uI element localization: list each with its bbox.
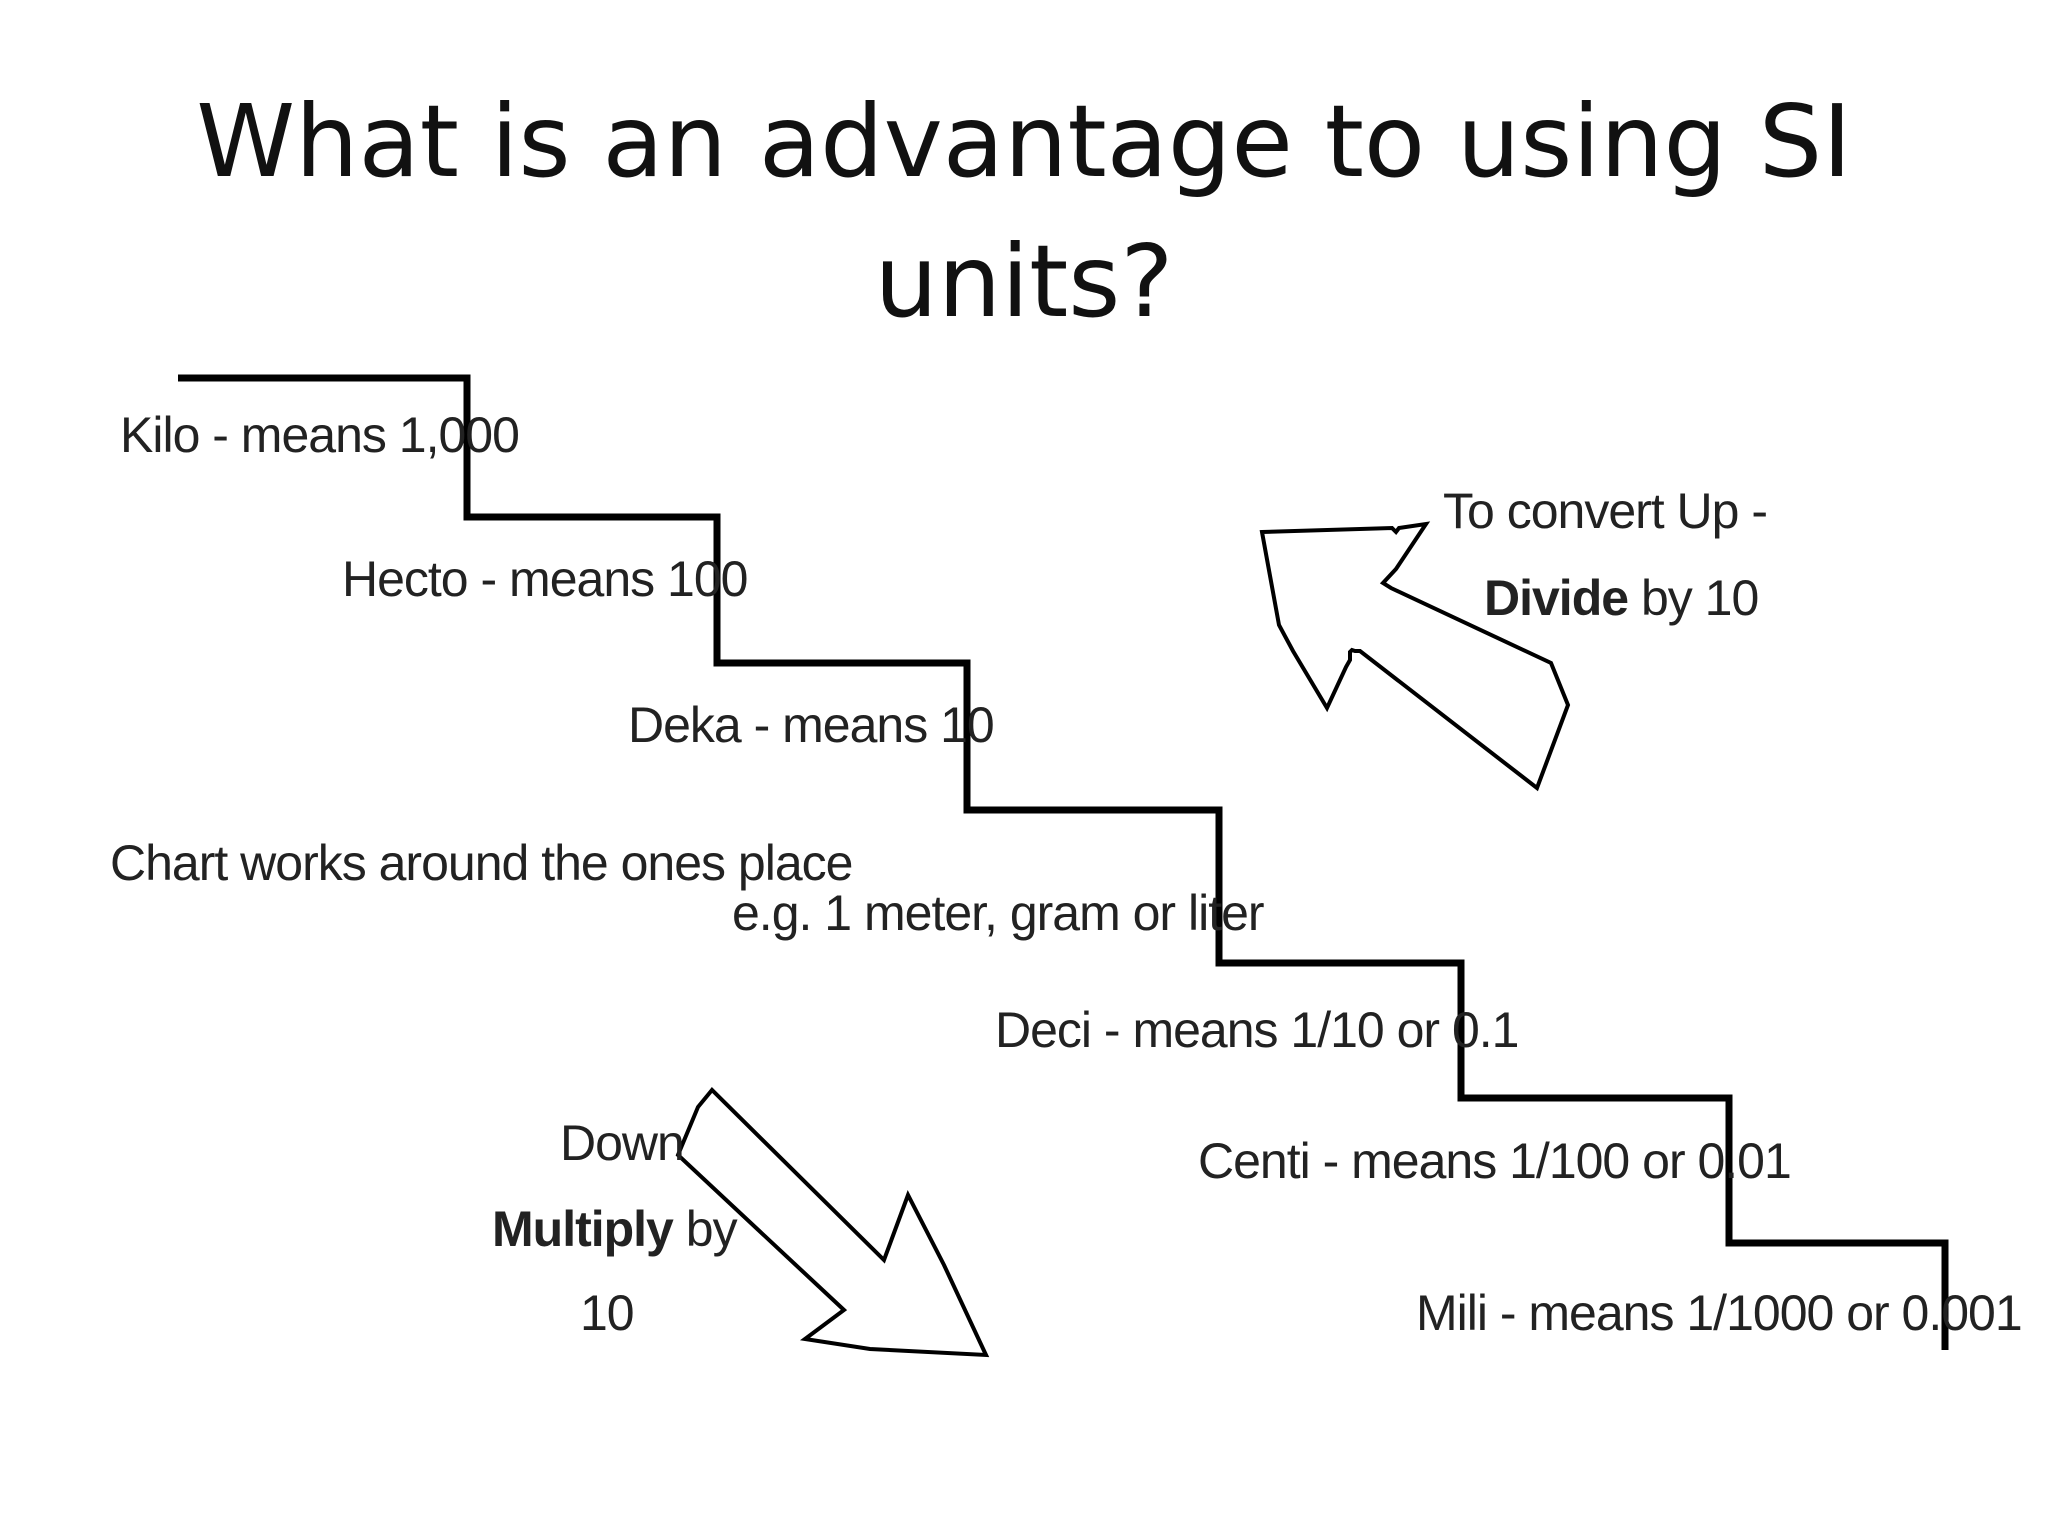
step-label-deci: Deci - means 1/10 or 0.1 (995, 1002, 1519, 1058)
convert-down-line3: 10 (580, 1285, 634, 1341)
convert-up-bold: Divide (1484, 570, 1628, 626)
arrow-up-left-shape (1259, 521, 1571, 792)
step-label-mili: Mili - means 1/1000 or 0.001 (1416, 1285, 2022, 1341)
convert-down-line2: Multiply by (492, 1201, 738, 1257)
slide-title: What is an advantage to using SI units? (196, 83, 1852, 340)
step-label-centi: Centi - means 1/100 or 0.01 (1198, 1133, 1791, 1189)
convert-up-rest: by 10 (1628, 570, 1758, 626)
convert-down-bold: Multiply (492, 1201, 674, 1257)
step-label-deka: Deka - means 10 (628, 697, 994, 753)
convert-down-line1: Down (560, 1115, 684, 1171)
base-note-line1: Chart works around the ones place (110, 835, 852, 891)
staircase-line (178, 374, 1949, 1350)
convert-up-line1: To convert Up - (1443, 483, 1767, 539)
convert-down-rest: by (673, 1201, 738, 1257)
step-label-hecto: Hecto - means 100 (342, 551, 747, 607)
convert-up-line2: Divide by 10 (1484, 570, 1758, 626)
arrow-up-left-icon (1002, 532, 1398, 790)
arrow-down-right-icon (675, 1087, 990, 1358)
step-label-kilo: Kilo - means 1,000 (120, 407, 519, 463)
base-note-line2: e.g. 1 meter, gram or liter (732, 885, 1264, 941)
